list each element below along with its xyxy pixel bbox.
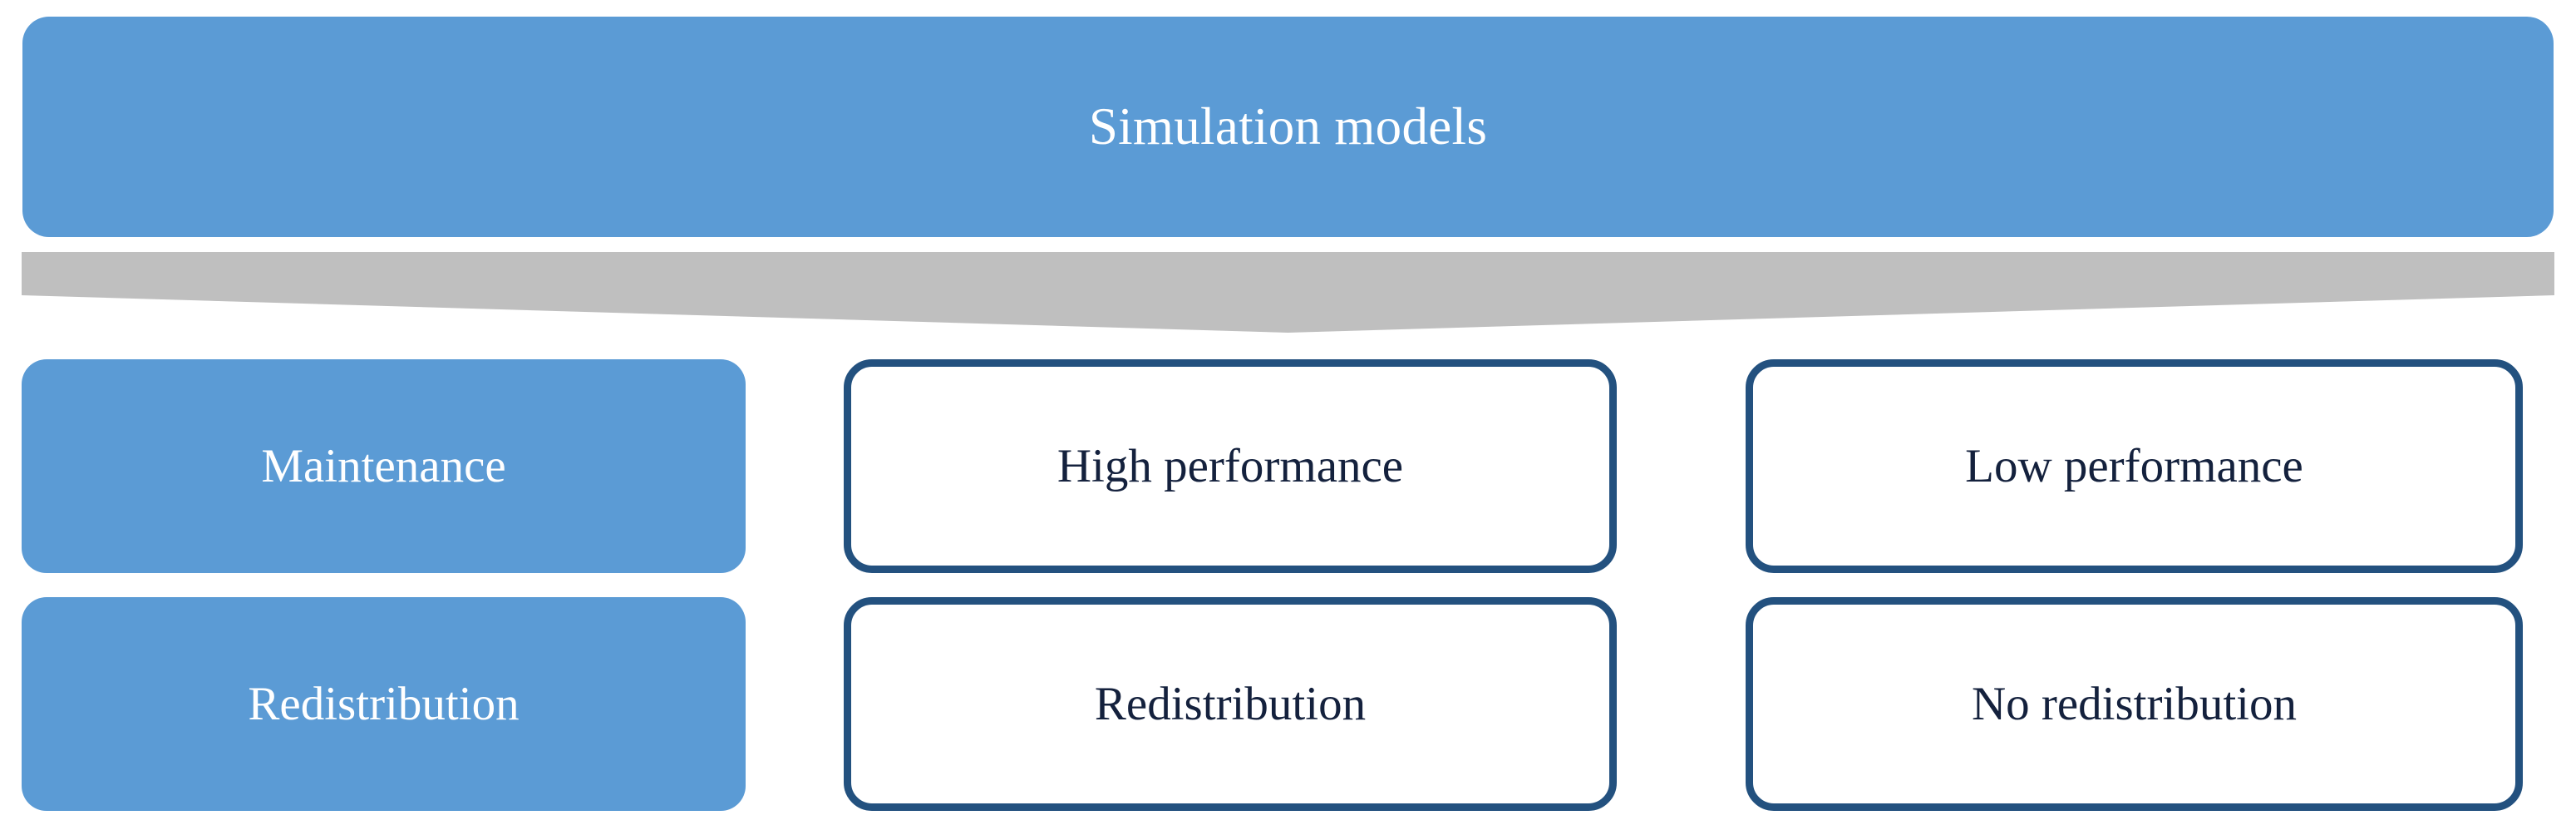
simulation-models-banner: Simulation models	[22, 17, 2554, 237]
cell-high-performance[interactable]: High performance	[844, 359, 1617, 573]
banner-title: Simulation models	[1088, 97, 1488, 156]
cell-redistribution[interactable]: Redistribution	[844, 597, 1617, 811]
cell-low-performance[interactable]: Low performance	[1746, 359, 2523, 573]
cell-no-redistribution-label: No redistribution	[1971, 677, 2298, 730]
cell-maintenance[interactable]: Maintenance	[22, 359, 746, 573]
cell-high-performance-label: High performance	[1057, 439, 1404, 492]
cell-redistribution-label: Redistribution	[1094, 677, 1367, 730]
cell-no-redistribution[interactable]: No redistribution	[1746, 597, 2523, 811]
cell-redistribution-category[interactable]: Redistribution	[22, 597, 746, 811]
cell-low-performance-label: Low performance	[1965, 439, 2303, 492]
chevron-connector-shape	[22, 252, 2554, 333]
chevron-polygon	[22, 252, 2554, 333]
cell-maintenance-label: Maintenance	[261, 439, 506, 492]
chevron-connector	[22, 252, 2554, 335]
cell-redistribution-category-label: Redistribution	[248, 677, 520, 730]
